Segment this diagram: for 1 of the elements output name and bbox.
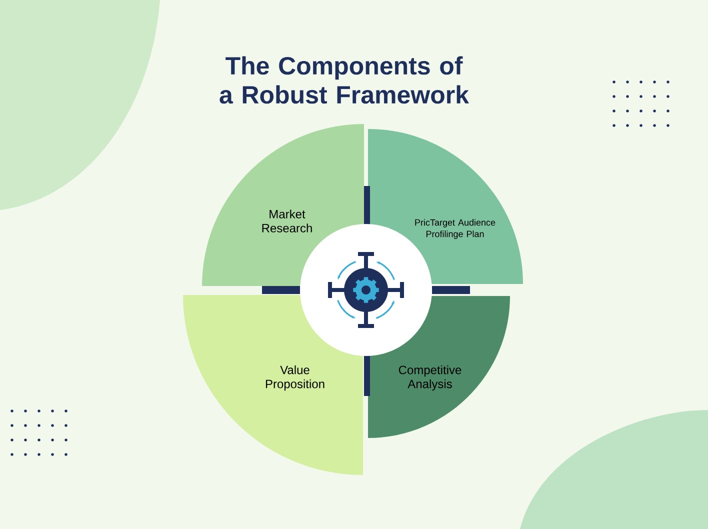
- title: The Components of a Robust Framework: [220, 56, 470, 104]
